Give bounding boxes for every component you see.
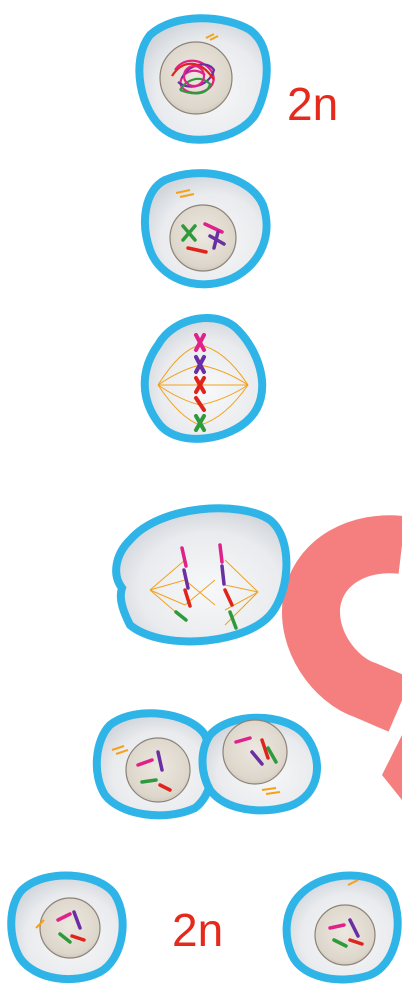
ploidy-label-bottom: 2n <box>172 904 223 956</box>
interphase-cell <box>139 18 266 140</box>
cell-cycle-arrow <box>311 544 402 800</box>
nucleus <box>40 898 100 958</box>
metaphase-cell <box>145 318 262 439</box>
nucleus <box>126 738 190 802</box>
telophase-cells <box>97 713 317 815</box>
nucleus <box>315 905 375 965</box>
daughter-cell-right <box>287 875 398 979</box>
nucleus <box>223 720 287 784</box>
anaphase-cell <box>116 508 286 641</box>
ploidy-label-top: 2n <box>287 78 338 130</box>
nucleus <box>170 205 236 271</box>
daughter-cell-left <box>11 875 122 979</box>
prophase-cell <box>145 173 267 284</box>
